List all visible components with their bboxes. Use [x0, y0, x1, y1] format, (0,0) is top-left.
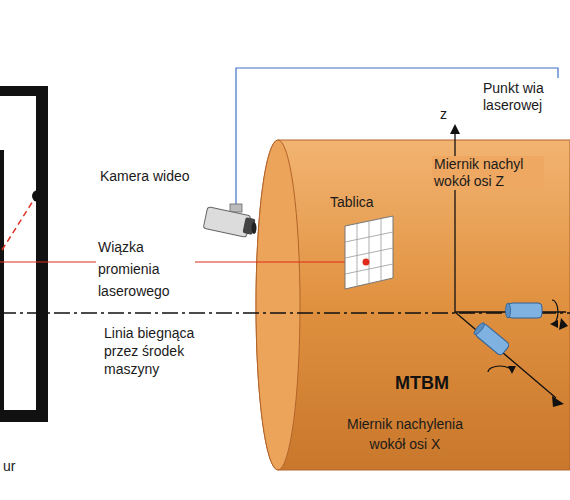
cylinder-front-face [256, 140, 300, 470]
shaft-wall [0, 86, 48, 422]
machine-name: MTBM [395, 373, 449, 394]
x-axis [455, 312, 556, 398]
inclinometer-z [506, 300, 559, 324]
laser-beam-label: Wiązka promienia laserowego [96, 236, 195, 302]
board-label: Tablica [330, 194, 374, 211]
target-board [345, 216, 393, 289]
inclinometer-label: Miernik nachyl wokół osi Z [432, 156, 544, 190]
axis-arrowhead [552, 396, 564, 407]
shaft-label: ur [3, 458, 15, 475]
camera-label: Kamera wideo [100, 168, 190, 185]
rotation-arrow [488, 366, 512, 372]
axis-arrowhead [559, 318, 568, 330]
inclinometer-label: Miernik nachylenia wokół osi X [335, 414, 475, 454]
laser-point-label: Punkt wia laserowej [483, 80, 561, 114]
laser-dashed-line [2, 201, 33, 250]
center-line [0, 312, 570, 313]
center-line-label: Linia biegnąca przez środek maszyny [104, 324, 219, 378]
video-camera [203, 204, 256, 237]
machine-cylinder [256, 140, 570, 470]
axis-label: z [440, 106, 447, 123]
z-axis [454, 126, 455, 312]
inclinometer-x [473, 321, 511, 356]
